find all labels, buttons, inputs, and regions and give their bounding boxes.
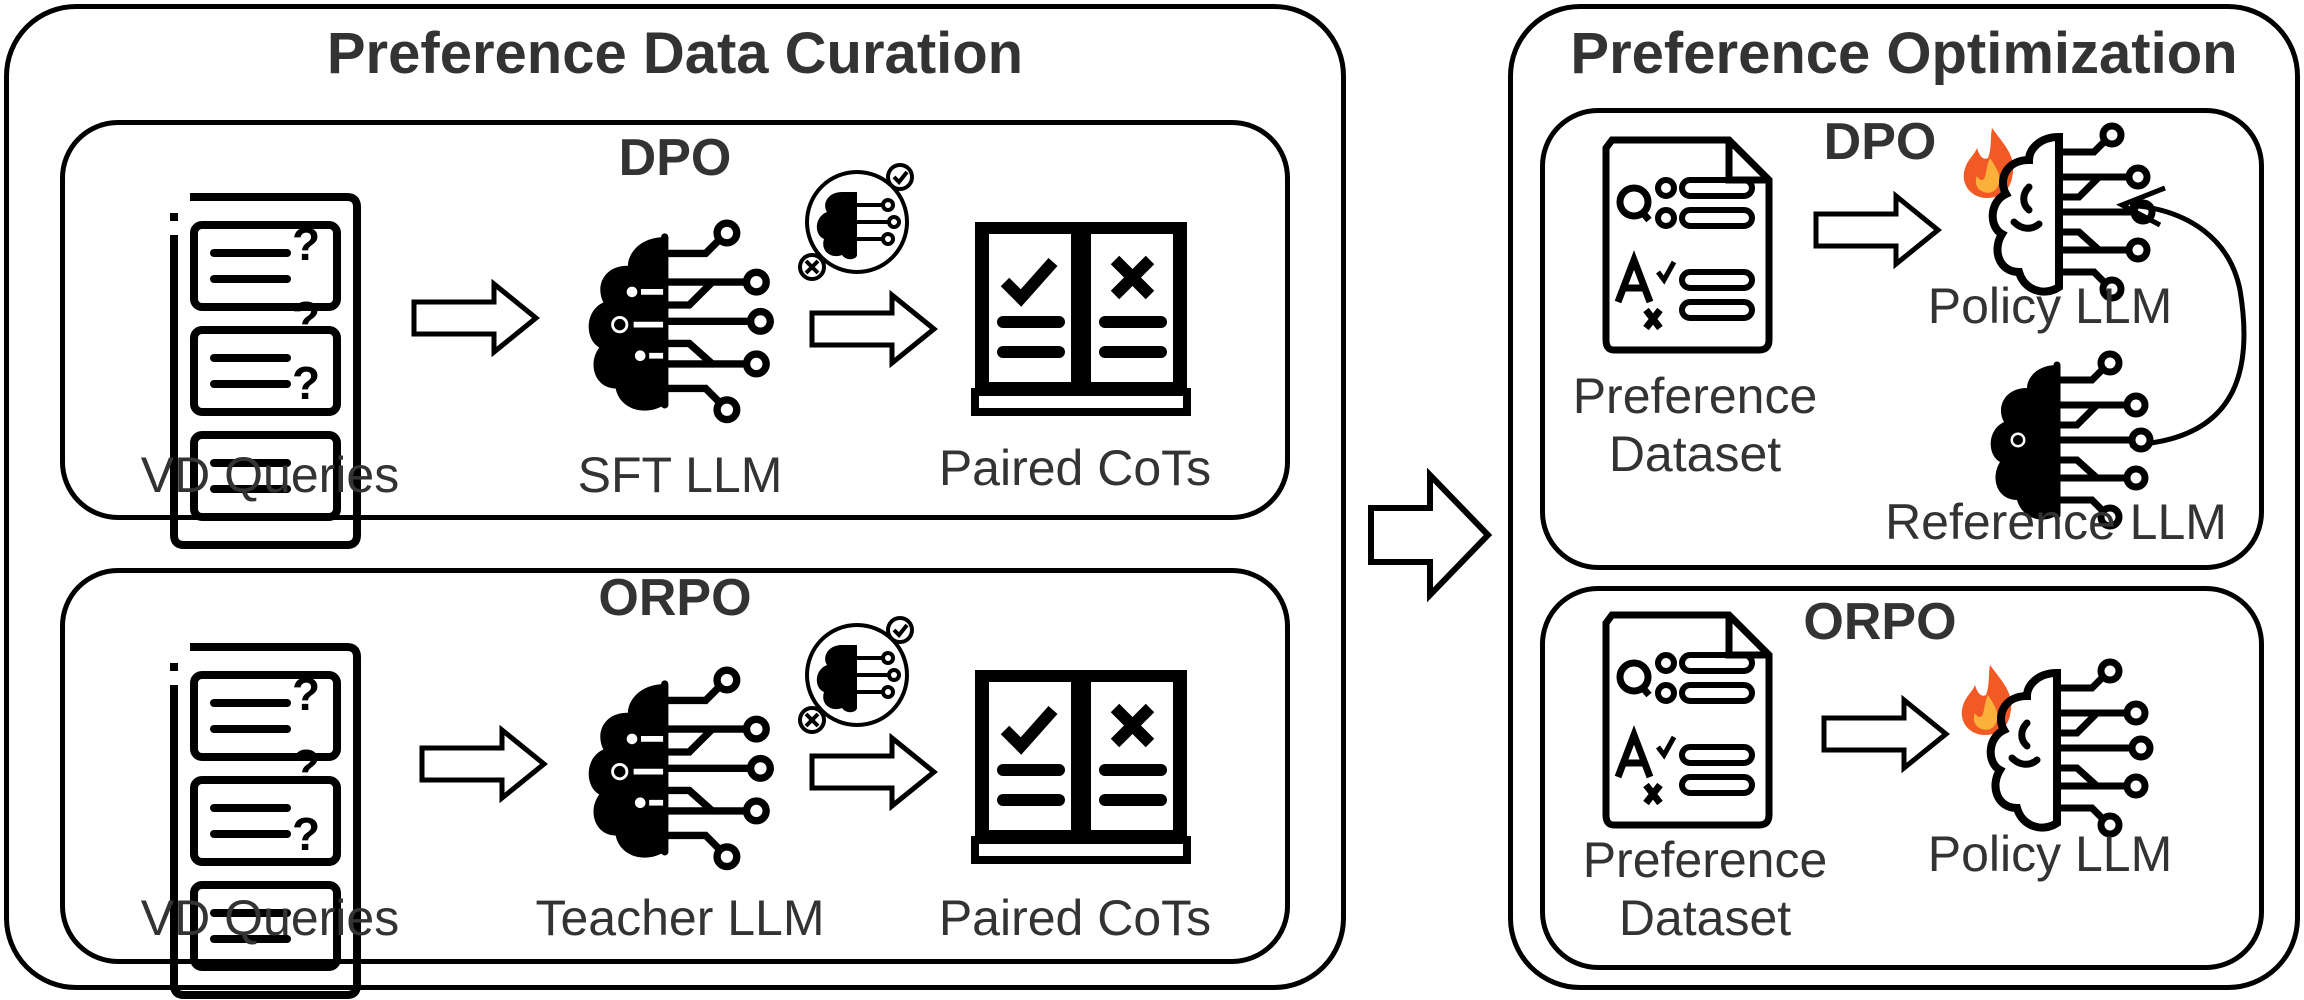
query-glyph: ? [292, 218, 321, 270]
book-icon [975, 670, 1187, 860]
cycle-icon [798, 616, 914, 734]
orpo-dataset-label-line2: Dataset [1618, 889, 1792, 946]
arrow-right-icon [1824, 700, 1949, 770]
orpo-output-label: Paired CoTs [938, 890, 1212, 946]
big-arrow-right-icon [1368, 467, 1493, 603]
curved-arrow-icon [2116, 185, 2247, 448]
dpo-dataset-label-line1: Preference [1572, 368, 1818, 424]
dpo-dataset-label: Preference Dataset [1540, 368, 1850, 483]
dpo-reference-label: Reference LLM [1885, 494, 2227, 550]
curation-orpo-title: ORPO [598, 569, 752, 627]
dpo-dataset-label-line2: Dataset [1608, 425, 1782, 482]
query-glyph: ? [292, 740, 321, 792]
document-icon [1604, 615, 1774, 830]
document-icon [1604, 140, 1774, 355]
arrow-right-icon [414, 284, 539, 354]
optimization-dpo-title: DPO [1823, 113, 1937, 171]
query-glyph: ? [292, 357, 321, 409]
arrow-right-icon [1816, 196, 1941, 266]
policy-brain-icon [1982, 668, 2152, 836]
dpo-model-label: SFT LLM [577, 447, 783, 503]
optimization-orpo-title: ORPO [1803, 593, 1957, 651]
dpo-queries-label: VD Queries [140, 447, 400, 503]
brain-llm-icon [582, 680, 772, 860]
cycle-icon [798, 163, 914, 281]
orpo-dataset-label: Preference Dataset [1550, 832, 1860, 947]
book-icon [975, 222, 1187, 412]
arrow-right-icon [812, 738, 937, 808]
dpo-policy-label: Policy LLM [1927, 278, 2173, 334]
brain-llm-icon [582, 233, 772, 413]
query-glyph: ? [292, 668, 321, 720]
orpo-model-label: Teacher LLM [535, 890, 825, 946]
curation-dpo-title: DPO [618, 129, 732, 187]
query-glyph: ? [292, 808, 321, 860]
arrow-right-icon [812, 295, 937, 365]
query-glyph: ? [292, 292, 321, 344]
curation-title: Preference Data Curation [326, 21, 1024, 86]
optimization-title: Preference Optimization [1570, 21, 2238, 86]
dpo-output-label: Paired CoTs [938, 440, 1212, 496]
orpo-dataset-label-line1: Preference [1582, 832, 1828, 888]
arrow-right-icon [422, 730, 547, 800]
orpo-queries-label: VD Queries [140, 890, 400, 946]
orpo-policy-label: Policy LLM [1927, 826, 2173, 882]
